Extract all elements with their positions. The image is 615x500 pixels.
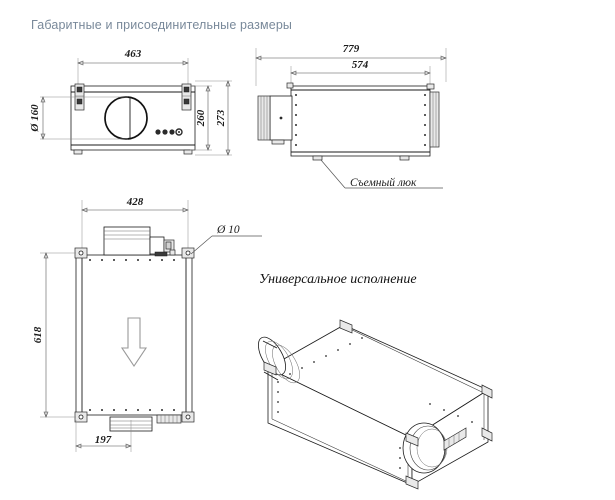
callout-removable-hatch: Съемный люк bbox=[320, 159, 443, 189]
top-corner-bracket-bl bbox=[74, 411, 88, 423]
callout-hole-diameter-label: Ø 10 bbox=[216, 224, 240, 236]
front-foot-right bbox=[183, 149, 193, 155]
dim-front-height-outer: 273 bbox=[195, 80, 232, 156]
dim-front-height-inner: 260 bbox=[190, 85, 212, 151]
top-corner-bracket-tl bbox=[74, 247, 88, 259]
dim-top-width: 428 bbox=[81, 196, 189, 252]
dim-front-height-outer-label: 273 bbox=[215, 109, 227, 127]
front-foot-left bbox=[73, 149, 83, 155]
front-control-indicators bbox=[155, 128, 183, 136]
front-bracket-right bbox=[181, 83, 192, 111]
dim-side-length-body: 574 bbox=[290, 59, 431, 88]
side-bracket-left bbox=[286, 82, 294, 89]
top-corner-bracket-br bbox=[181, 411, 195, 423]
iso-terminal-block bbox=[443, 427, 467, 451]
dim-front-duct-diameter-label: Ø 160 bbox=[29, 104, 41, 133]
front-cabinet-body bbox=[70, 85, 196, 151]
top-motor-housing bbox=[149, 236, 165, 255]
iso-fasteners bbox=[277, 337, 473, 469]
side-foot-right bbox=[399, 155, 410, 161]
top-fasteners-lower bbox=[89, 409, 175, 411]
dim-side-length-body-label: 574 bbox=[352, 59, 369, 71]
dim-top-duct-offset-label: 197 bbox=[95, 434, 112, 446]
side-panel-fasteners-right bbox=[424, 94, 426, 146]
dim-top-duct-offset: 197 bbox=[75, 420, 132, 452]
dim-front-width: 463 bbox=[77, 48, 189, 90]
dim-side-length-total-label: 779 bbox=[343, 43, 360, 55]
top-terminal-block bbox=[156, 414, 182, 424]
dim-front-width-label: 463 bbox=[124, 48, 142, 60]
dim-front-duct-diameter: Ø 160 bbox=[29, 96, 128, 140]
top-duct-assembly bbox=[103, 226, 176, 257]
callout-removable-hatch-label: Съемный люк bbox=[350, 176, 417, 189]
dim-top-width-label: 428 bbox=[126, 196, 144, 208]
dim-front-height-inner-label: 260 bbox=[195, 109, 207, 127]
page-title: Габаритные и присоединительные размеры bbox=[31, 18, 293, 32]
callout-hole-diameter: Ø 10 bbox=[190, 224, 262, 255]
top-fasteners-upper bbox=[89, 259, 175, 261]
iso-inlet-duct bbox=[257, 336, 300, 384]
top-corner-bracket-tr bbox=[181, 247, 195, 259]
side-duct-inlet bbox=[257, 95, 293, 145]
airflow-arrow-icon bbox=[120, 317, 148, 367]
dim-top-depth: 618 bbox=[32, 252, 76, 418]
front-view: 463 bbox=[29, 48, 232, 156]
iso-brackets bbox=[263, 319, 493, 490]
side-duct-outlet bbox=[426, 83, 440, 148]
dim-top-depth-label: 618 bbox=[32, 326, 44, 343]
side-view: 779 574 bbox=[255, 43, 447, 189]
side-cabinet-body bbox=[290, 85, 431, 157]
side-panel-fasteners-left bbox=[295, 94, 297, 146]
dim-side-length-total: 779 bbox=[255, 43, 447, 86]
isometric-heading: Универсальное исполнение bbox=[259, 272, 417, 287]
top-view: 428 bbox=[32, 196, 262, 452]
side-foot-left bbox=[312, 155, 323, 161]
isometric-view: Универсальное исполнение bbox=[257, 272, 493, 490]
